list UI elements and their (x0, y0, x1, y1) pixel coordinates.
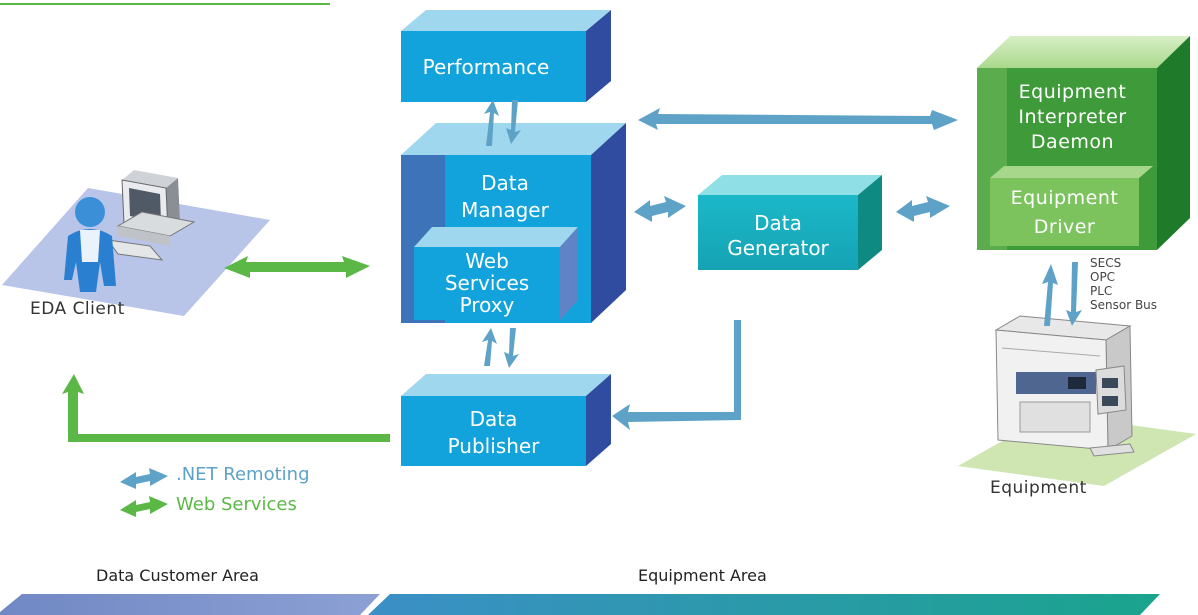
data-manager-line2: Manager (461, 198, 549, 222)
equipment-area-label: Equipment Area (638, 566, 767, 585)
equipment-area-bar (368, 594, 1160, 615)
protocol-opc: OPC (1090, 270, 1116, 284)
proxy-line1: Web (465, 249, 509, 273)
legend-net-remoting: .NET Remoting (176, 464, 310, 485)
customer-area-bar (0, 594, 380, 615)
equipment-daemon-label: Equipment Interpreter Daemon (1000, 80, 1145, 155)
eda-client-label: EDA Client (30, 299, 125, 319)
generator-line1: Data (754, 211, 802, 235)
equipment-label: Equipment (990, 478, 1087, 498)
daemon-line1: Equipment (1018, 81, 1127, 103)
protocol-list: SECS OPC PLC Sensor Bus (1090, 256, 1157, 312)
data-manager-line1: Data (481, 171, 529, 195)
data-generator-label: Data Generator (698, 211, 858, 261)
data-manager-label: Data Manager (445, 170, 565, 224)
driver-line2: Driver (1033, 216, 1096, 238)
equipment-driver-label: Equipment Driver (990, 184, 1139, 242)
data-generator-block (698, 175, 882, 270)
performance-label: Performance (422, 55, 550, 79)
equipment-illustration (958, 315, 1196, 486)
generator-line2: Generator (727, 236, 829, 260)
daemon-line3: Daemon (1030, 131, 1115, 153)
daemon-line2: Interpreter (1018, 106, 1127, 128)
legend-web-services: Web Services (176, 494, 297, 515)
equipment-driver-block (990, 166, 1153, 246)
eda-client-illustration (2, 170, 270, 316)
data-publisher-block (401, 374, 611, 466)
remoting-arrows (120, 100, 1082, 489)
proxy-line2: Services (444, 271, 530, 295)
webservice-arrows (62, 256, 390, 517)
driver-line1: Equipment (1010, 187, 1119, 209)
protocol-sensor-bus: Sensor Bus (1090, 298, 1158, 312)
customer-area-label: Data Customer Area (96, 566, 259, 585)
publisher-line2: Publisher (447, 434, 540, 458)
web-services-proxy-block (414, 227, 578, 320)
data-publisher-label: Data Publisher (401, 406, 586, 460)
publisher-line1: Data (469, 407, 518, 431)
protocol-plc: PLC (1090, 284, 1113, 298)
web-services-proxy-label: Web Services Proxy (414, 250, 560, 316)
performance-block (401, 10, 611, 102)
proxy-line3: Proxy (459, 293, 515, 317)
protocol-secs: SECS (1090, 256, 1122, 270)
